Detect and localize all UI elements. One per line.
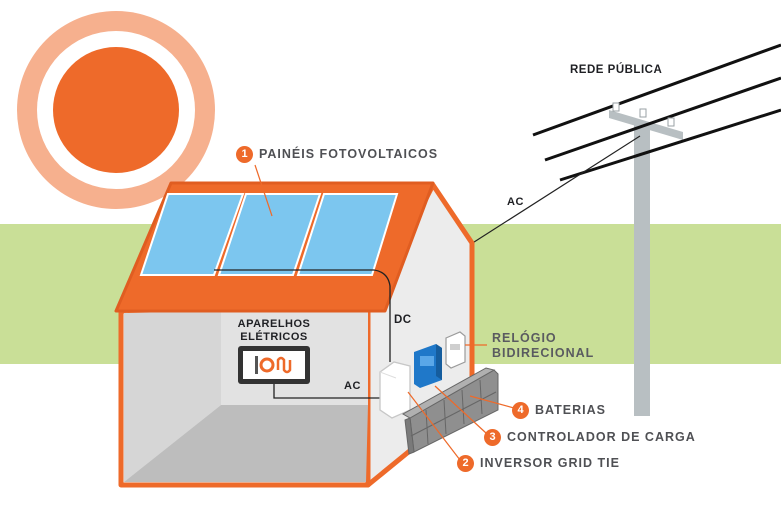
grid-insulators bbox=[612, 102, 675, 127]
callout-batteries: 4 BATERIAS bbox=[512, 402, 606, 419]
callout-label: PAINÉIS FOTOVOLTAICOS bbox=[259, 147, 439, 161]
callout-number-badge: 4 bbox=[512, 402, 529, 419]
dc-label: DC bbox=[394, 314, 412, 326]
dc-wire bbox=[214, 269, 391, 362]
callout-number-badge: 2 bbox=[457, 455, 474, 472]
appliances-label: APARELHOS ELÉTRICOS bbox=[222, 318, 326, 344]
meter-label-line1: RELÓGIO bbox=[492, 331, 557, 345]
solar-panel bbox=[217, 193, 322, 276]
callout-number-badge: 3 bbox=[484, 429, 501, 446]
house-floor bbox=[124, 405, 368, 482]
callout-label: BATERIAS bbox=[535, 403, 606, 417]
callout-leaders bbox=[254, 164, 515, 461]
ac-house-label: AC bbox=[344, 380, 361, 392]
meter-label-line2: BIDIRECIONAL bbox=[492, 346, 595, 360]
appliances-label-line2: ELÉTRICOS bbox=[240, 331, 308, 343]
grid-power-lines bbox=[532, 43, 781, 182]
solar-panel bbox=[296, 193, 399, 276]
callout-charge-controller: 3 CONTROLADOR DE CARGA bbox=[484, 429, 696, 446]
appliance-monitor bbox=[238, 346, 310, 384]
ac-house-wire bbox=[273, 384, 380, 399]
charge-controller-device bbox=[414, 344, 442, 388]
ac-grid-label: AC bbox=[507, 196, 524, 208]
house-left-inner-wall bbox=[124, 311, 221, 482]
callout-solar-panels: 1 PAINÉIS FOTOVOLTAICOS bbox=[236, 146, 438, 163]
meter-label: RELÓGIO BIDIRECIONAL bbox=[492, 331, 594, 361]
callout-label: CONTROLADOR DE CARGA bbox=[507, 430, 696, 444]
grid-label: REDE PÚBLICA bbox=[570, 64, 663, 76]
bidirectional-meter-device bbox=[445, 331, 466, 369]
solar-panels bbox=[139, 193, 399, 276]
sun-icon bbox=[17, 11, 215, 209]
callout-inverter: 2 INVERSOR GRID TIE bbox=[457, 455, 620, 472]
inverter-device bbox=[379, 361, 411, 419]
callout-number-badge: 1 bbox=[236, 146, 253, 163]
callout-label: INVERSOR GRID TIE bbox=[480, 456, 620, 470]
appliances-label-line1: APARELHOS bbox=[237, 318, 311, 330]
solar-panel bbox=[139, 193, 245, 276]
